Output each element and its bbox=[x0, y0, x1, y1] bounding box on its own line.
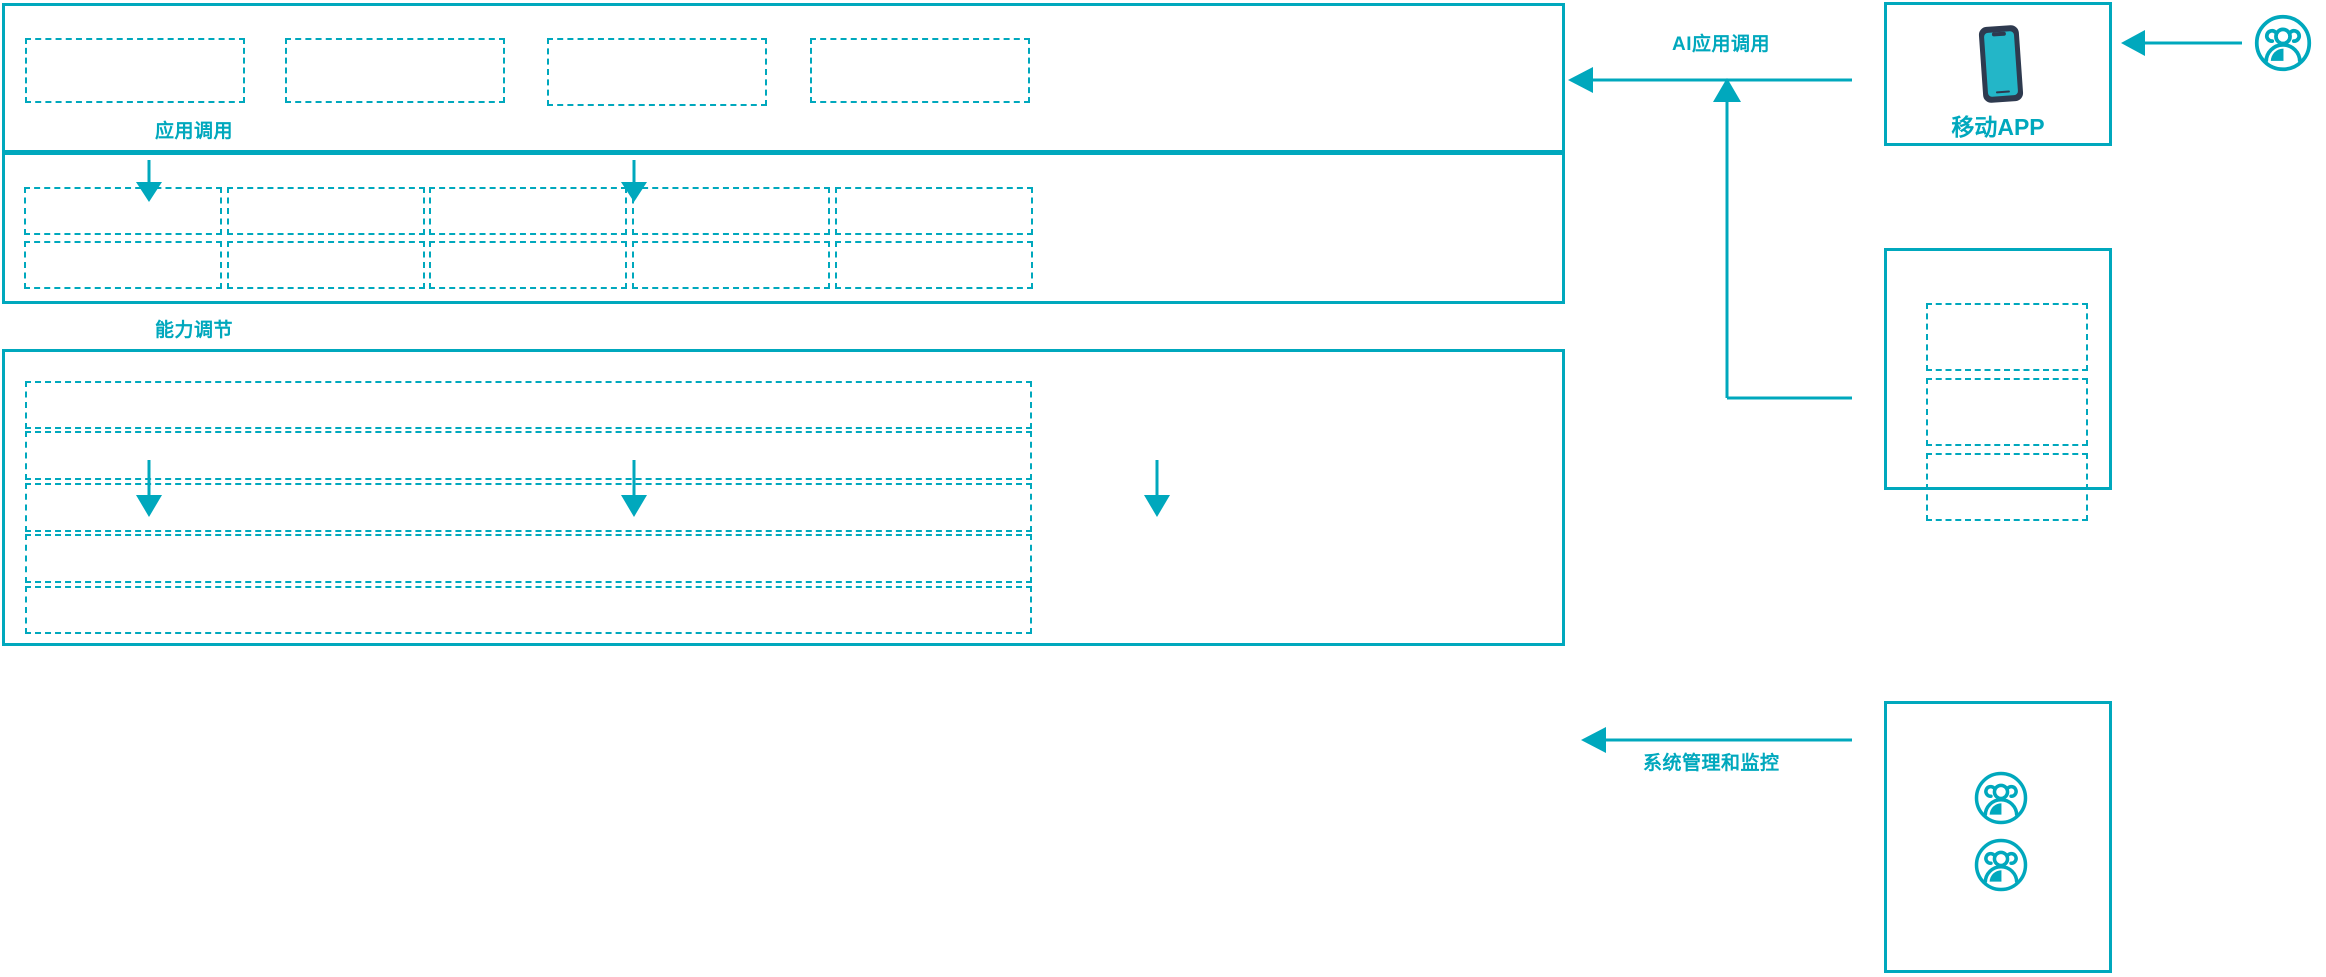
mobile-app-label: 移动APP bbox=[1951, 114, 2045, 140]
application-layer-panel[interactable] bbox=[2, 3, 1565, 153]
capability-box-r2c1[interactable] bbox=[24, 241, 222, 289]
capability-box-r1c4[interactable] bbox=[632, 187, 830, 235]
platform-row-4[interactable] bbox=[25, 534, 1032, 583]
arrow-end-user-to-mobile-app bbox=[2121, 30, 2242, 56]
capability-box-r2c2[interactable] bbox=[227, 241, 425, 289]
capability-layer-panel[interactable] bbox=[2, 152, 1565, 304]
application-box-2[interactable] bbox=[285, 38, 505, 103]
flow-label-capability-adjust: 能力调节 bbox=[155, 320, 234, 341]
flow-label-ai-app-call: AI应用调用 bbox=[1672, 34, 1771, 55]
service-stack-panel[interactable] bbox=[1884, 248, 2112, 521]
platform-row-5[interactable] bbox=[25, 586, 1032, 634]
service-stack-item-2[interactable] bbox=[1926, 378, 2088, 446]
mobile-app-panel[interactable]: 移动APP bbox=[1884, 2, 2112, 146]
smartphone-icon bbox=[1966, 21, 2036, 107]
application-box-4[interactable] bbox=[810, 38, 1030, 103]
user-group-icon bbox=[1973, 770, 2029, 826]
platform-layer-panel[interactable] bbox=[2, 349, 1565, 646]
capability-box-r1c1[interactable] bbox=[24, 187, 222, 235]
platform-row-1[interactable] bbox=[25, 381, 1032, 429]
capability-box-r2c4[interactable] bbox=[632, 241, 830, 289]
service-stack-item-1[interactable] bbox=[1926, 303, 2088, 371]
capability-box-r2c5[interactable] bbox=[835, 241, 1033, 289]
platform-row-3[interactable] bbox=[25, 483, 1032, 532]
end-user-actor-icon[interactable] bbox=[2253, 13, 2313, 73]
capability-box-r1c5[interactable] bbox=[835, 187, 1033, 235]
admin-users-panel[interactable] bbox=[1884, 701, 2112, 973]
application-box-3[interactable] bbox=[547, 38, 767, 106]
arrow-ai-app-call bbox=[1568, 67, 1852, 400]
capability-box-r2c3[interactable] bbox=[429, 241, 627, 289]
application-box-1[interactable] bbox=[25, 38, 245, 103]
capability-box-r1c3[interactable] bbox=[429, 187, 627, 235]
flow-label-system-admin-monitor: 系统管理和监控 bbox=[1643, 753, 1780, 774]
flow-label-app-call: 应用调用 bbox=[155, 121, 234, 142]
service-stack-item-3[interactable] bbox=[1926, 453, 2088, 521]
platform-row-2[interactable] bbox=[25, 431, 1032, 480]
user-group-icon bbox=[1973, 837, 2029, 893]
capability-box-r1c2[interactable] bbox=[227, 187, 425, 235]
